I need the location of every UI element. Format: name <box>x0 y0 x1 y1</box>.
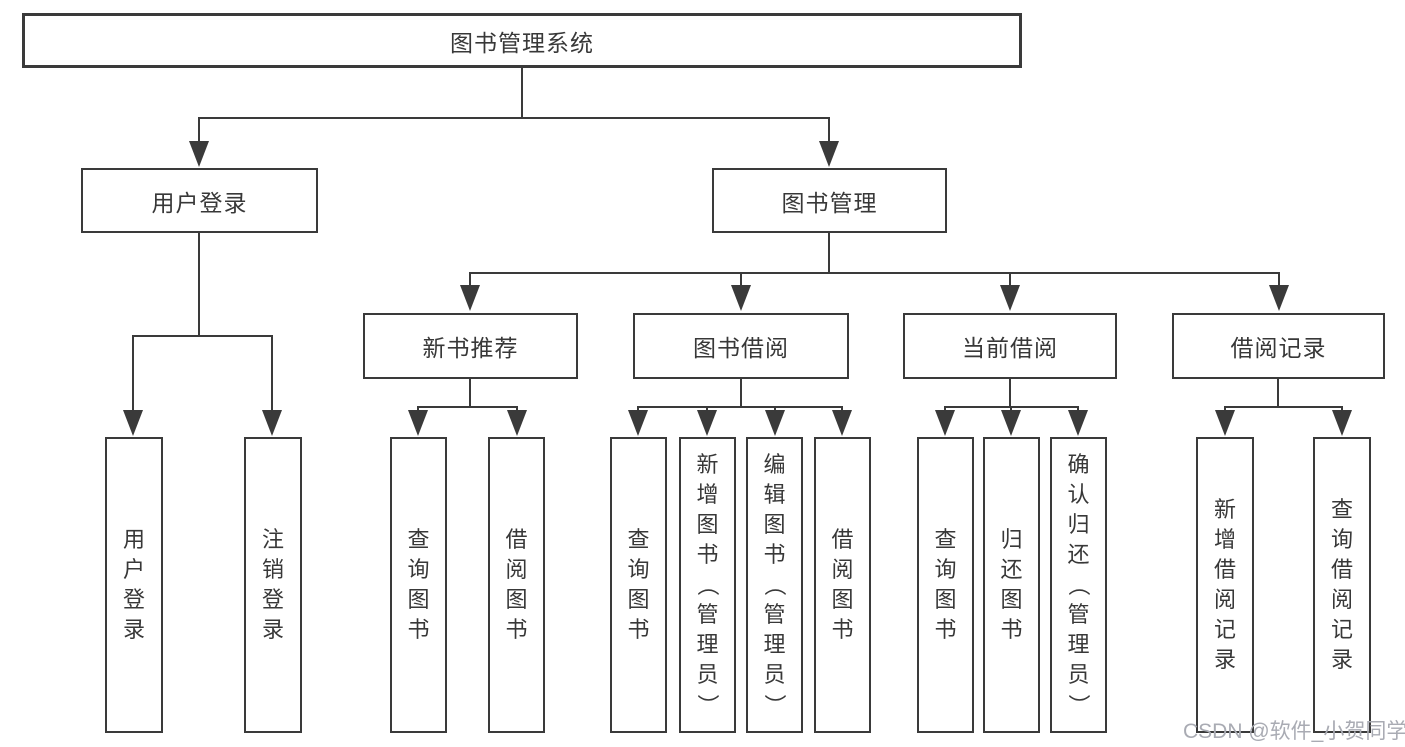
leaf-label: 查询图书 <box>627 527 650 642</box>
arrow-down-icon <box>935 410 955 436</box>
arrow-down-icon <box>507 410 527 436</box>
connector-line <box>521 68 523 118</box>
leaf-label: 查询图书 <box>407 527 430 642</box>
leaf-label: 查询借阅记录 <box>1330 497 1353 672</box>
connector-line <box>774 406 776 412</box>
connector-line <box>132 335 273 337</box>
leaf-edit-books-admin: 编辑图书（管理员） <box>746 437 803 733</box>
arrow-down-icon <box>765 410 785 436</box>
connector-line <box>740 272 742 288</box>
node-label: 图书管理系统 <box>450 29 594 56</box>
leaf-add-books-admin: 新增图书（管理员） <box>679 437 736 733</box>
arrow-down-icon <box>1269 285 1289 311</box>
connector-line <box>1224 406 1343 408</box>
node-user-login: 用户登录 <box>81 168 318 233</box>
connector-line <box>198 117 830 119</box>
node-label: 用户登录 <box>151 189 248 216</box>
connector-line <box>469 379 471 407</box>
leaf-user-login: 用户登录 <box>105 437 163 733</box>
node-label: 借阅记录 <box>1230 335 1327 361</box>
connector-line <box>417 406 518 408</box>
connector-line <box>516 406 518 412</box>
arrow-down-icon <box>1215 410 1235 436</box>
leaf-label: 确认归还（管理员） <box>1066 452 1092 717</box>
connector-line <box>271 335 273 412</box>
arrow-down-icon <box>731 285 751 311</box>
connector-line <box>469 272 1280 274</box>
leaf-borrow-books: 借阅图书 <box>814 437 871 733</box>
connector-line <box>1277 379 1279 407</box>
connector-line <box>828 117 830 143</box>
leaf-label: 新增借阅记录 <box>1213 497 1236 672</box>
connector-line <box>841 406 843 412</box>
leaf-label: 查询图书 <box>934 527 957 642</box>
node-borrowing-records: 借阅记录 <box>1172 313 1385 379</box>
arrow-down-icon <box>1332 410 1352 436</box>
arrow-down-icon <box>697 410 717 436</box>
arrow-down-icon <box>832 410 852 436</box>
leaf-label: 注销登录 <box>261 527 284 642</box>
leaf-label: 归还图书 <box>1000 527 1023 642</box>
leaf-borrow-books-recommend: 借阅图书 <box>488 437 545 733</box>
node-label: 图书管理 <box>781 189 878 216</box>
connector-line <box>740 379 742 407</box>
arrow-down-icon <box>189 141 209 167</box>
arrow-down-icon <box>408 410 428 436</box>
node-new-book-recommendation: 新书推荐 <box>363 313 578 379</box>
leaf-label: 编辑图书（管理员） <box>762 452 788 717</box>
node-book-management: 图书管理 <box>712 168 947 233</box>
node-library-management-system: 图书管理系统 <box>22 13 1022 68</box>
arrow-down-icon <box>262 410 282 436</box>
connector-line <box>1278 272 1280 288</box>
leaf-return-books: 归还图书 <box>983 437 1040 733</box>
arrow-down-icon <box>1001 410 1021 436</box>
connector-line <box>132 335 134 412</box>
leaf-label: 新增图书（管理员） <box>695 452 721 717</box>
node-label: 图书借阅 <box>693 335 789 361</box>
leaf-label: 借阅图书 <box>505 527 528 642</box>
arrow-down-icon <box>819 141 839 167</box>
arrow-down-icon <box>1000 285 1020 311</box>
leaf-query-books-recommend: 查询图书 <box>390 437 447 733</box>
connector-line <box>1010 406 1012 412</box>
arrow-down-icon <box>123 410 143 436</box>
connector-line <box>1224 406 1226 412</box>
node-current-borrowing: 当前借阅 <box>903 313 1117 379</box>
leaf-query-borrow-record: 查询借阅记录 <box>1313 437 1371 733</box>
connector-line <box>944 406 946 412</box>
leaf-label: 用户登录 <box>122 527 145 642</box>
connector-line <box>1341 406 1343 412</box>
csdn-watermark: CSDN @软件_小贺同学 <box>1183 720 1405 743</box>
leaf-query-books-borrowing: 查询图书 <box>610 437 667 733</box>
connector-line <box>828 233 830 274</box>
connector-line <box>469 272 471 288</box>
connector-line <box>637 406 639 412</box>
arrow-down-icon <box>460 285 480 311</box>
connector-line <box>1009 272 1011 288</box>
leaf-query-books-current: 查询图书 <box>917 437 974 733</box>
arrow-down-icon <box>1068 410 1088 436</box>
node-book-borrowing: 图书借阅 <box>633 313 849 379</box>
leaf-logout: 注销登录 <box>244 437 302 733</box>
leaf-confirm-return-admin: 确认归还（管理员） <box>1050 437 1107 733</box>
connector-line <box>198 233 200 337</box>
connector-line <box>198 117 200 143</box>
connector-line <box>1077 406 1079 412</box>
connector-line <box>417 406 419 412</box>
node-label: 新书推荐 <box>422 335 519 361</box>
node-label: 当前借阅 <box>962 335 1058 361</box>
connector-line <box>637 406 843 408</box>
leaf-label: 借阅图书 <box>831 527 854 642</box>
connector-line <box>1009 379 1011 407</box>
leaf-add-borrow-record: 新增借阅记录 <box>1196 437 1254 733</box>
connector-line <box>706 406 708 412</box>
arrow-down-icon <box>628 410 648 436</box>
